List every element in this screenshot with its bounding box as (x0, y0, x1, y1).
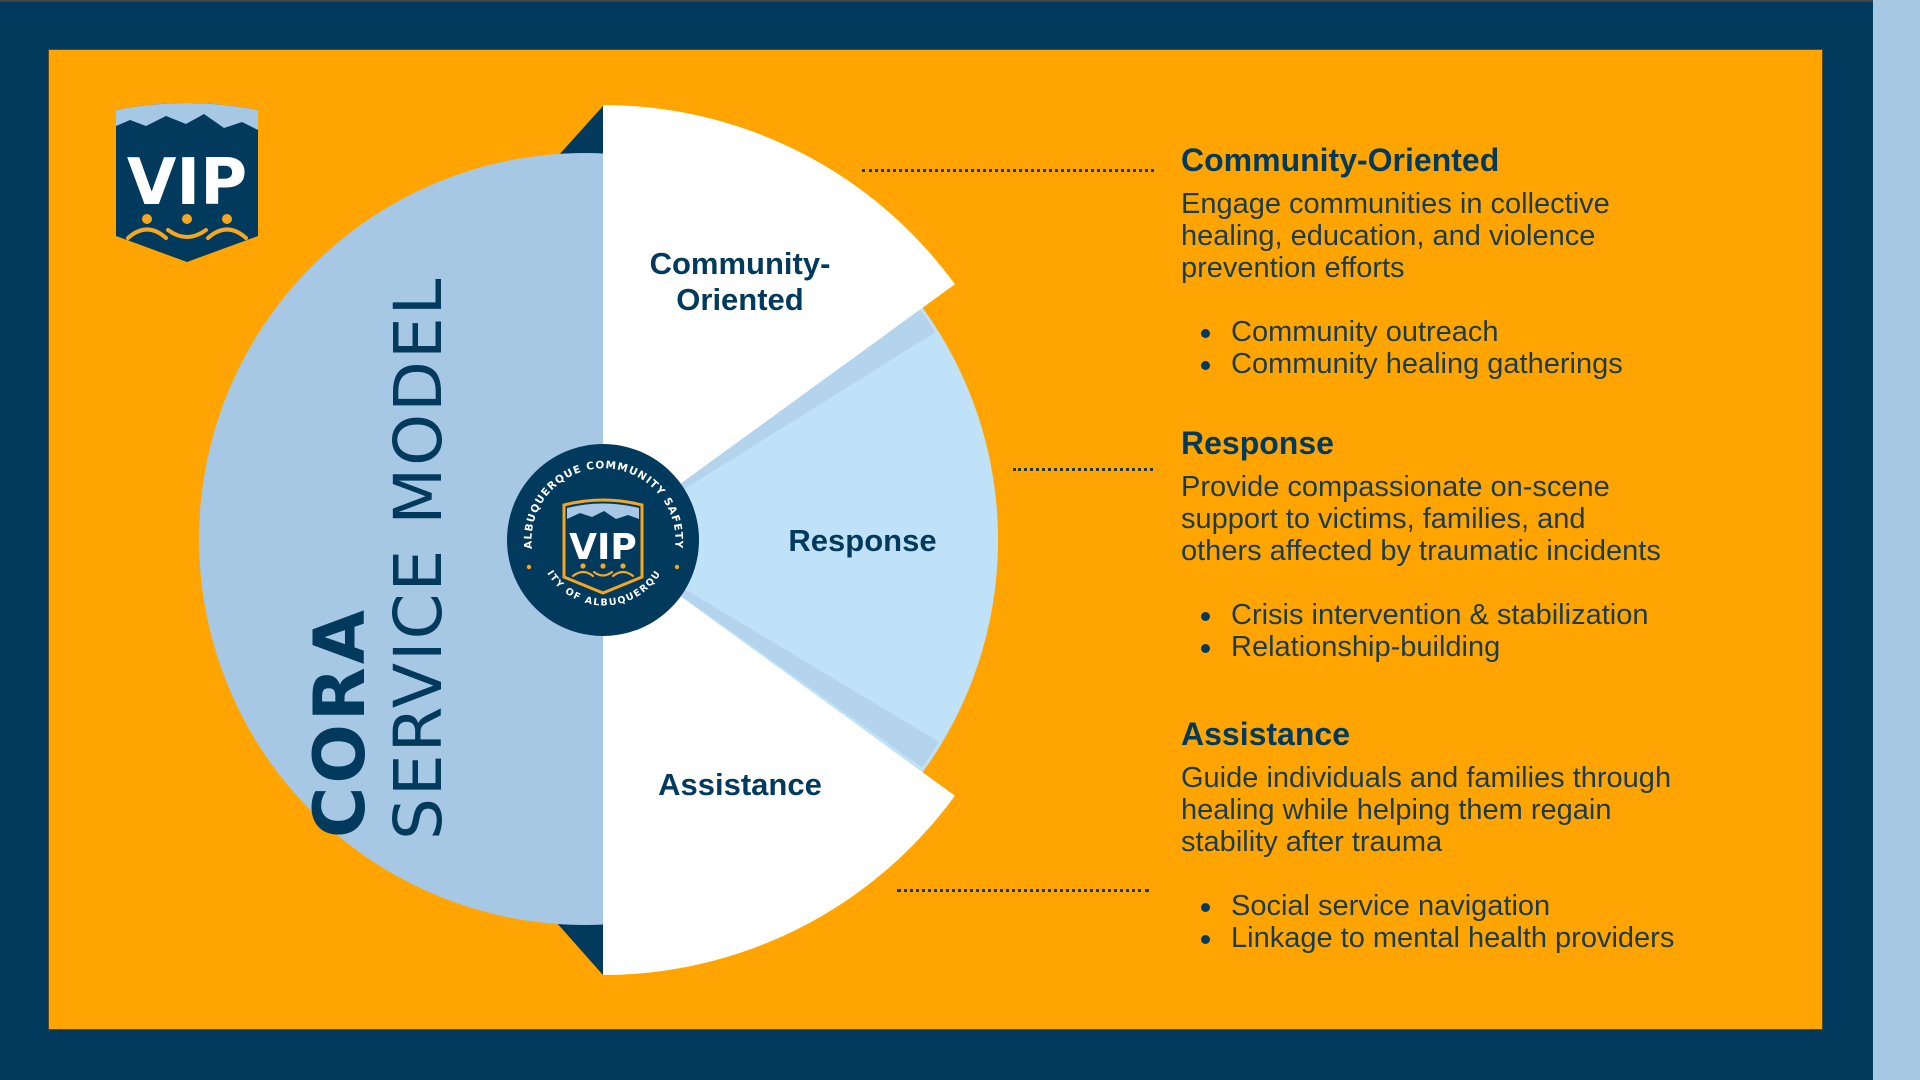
description-line: prevention efforts (1181, 252, 1405, 284)
section-heading: Response (1181, 425, 1334, 461)
bullet-item: Community healing gatherings (1201, 348, 1781, 380)
description-line: stability after trauma (1181, 826, 1443, 858)
description-line: healing, education, and violence (1181, 220, 1596, 252)
description-line: others affected by traumatic incidents (1181, 535, 1661, 567)
leader-line-response (1013, 468, 1153, 471)
section-description: Engage communities in collective healing… (1181, 188, 1781, 284)
bullet-icon (1201, 612, 1210, 621)
section-response: Response Provide compassionate on-scene … (1181, 423, 1781, 663)
description-line: Guide individuals and families through (1181, 762, 1672, 794)
sector-label-line2: Oriented (676, 282, 804, 317)
sector-label-community-oriented: Community- Oriented (620, 246, 860, 318)
section-description: Provide compassionate on-scene support t… (1181, 471, 1781, 567)
bullet-icon (1201, 329, 1210, 338)
svg-text:VIP: VIP (569, 527, 637, 568)
bullet-text: Social service navigation (1231, 890, 1551, 922)
leader-line-assistance (897, 889, 1149, 892)
bullet-text: Crisis intervention & stabilization (1231, 599, 1649, 631)
bullet-item: Relationship-building (1201, 631, 1781, 663)
bullet-text: Relationship-building (1231, 631, 1501, 663)
notch-bottom (556, 922, 603, 975)
section-description: Guide individuals and families through h… (1181, 762, 1781, 858)
section-heading: Community-Oriented (1181, 142, 1500, 178)
bullet-text: Linkage to mental health providers (1231, 922, 1675, 954)
bullet-list: Social service navigation Linkage to men… (1181, 890, 1781, 954)
title-service-model: SERVICE MODEL (380, 276, 457, 840)
bullet-icon (1201, 361, 1210, 370)
vip-shield-logo-icon: VIP (116, 103, 258, 262)
bullet-icon (1201, 903, 1210, 912)
description-line: Engage communities in collective (1181, 188, 1610, 220)
sector-edge-shadow (603, 306, 936, 540)
notch-top (558, 106, 603, 156)
sector-response (603, 307, 999, 773)
title-cora: CORA (299, 607, 381, 838)
sector-label-response: Response (788, 523, 937, 558)
section-heading: Assistance (1181, 716, 1350, 752)
sector-edge-shadow (603, 540, 939, 768)
section-assistance: Assistance Guide individuals and familie… (1181, 714, 1781, 954)
bullet-item: Linkage to mental health providers (1201, 922, 1781, 954)
bullet-text: Community healing gatherings (1231, 348, 1623, 380)
bullet-list: Crisis intervention & stabilization Rela… (1181, 599, 1781, 663)
side-strip (1873, 0, 1920, 1080)
description-line: Provide compassionate on-scene (1181, 471, 1610, 503)
bullet-item: Crisis intervention & stabilization (1201, 599, 1781, 631)
bullet-icon (1201, 644, 1210, 653)
bullet-list: Community outreach Community healing gat… (1181, 316, 1781, 380)
sector-label-line1: Community- (649, 246, 831, 281)
leader-line-community (862, 169, 1154, 172)
description-line: healing while helping them regain (1181, 794, 1612, 826)
svg-text:VIP: VIP (127, 146, 247, 220)
bullet-icon (1201, 935, 1210, 944)
bullet-item: Community outreach (1201, 316, 1781, 348)
section-community-oriented: Community-Oriented Engage communities in… (1181, 140, 1781, 380)
frame-top-border (0, 0, 1920, 2)
bullet-item: Social service navigation (1201, 890, 1781, 922)
bullet-text: Community outreach (1231, 316, 1499, 348)
albuquerque-seal-icon: ALBUQUERQUE COMMUNITY SAFETY CITY OF ALB… (506, 443, 699, 636)
sector-community-oriented (603, 105, 955, 540)
sector-label-assistance: Assistance (658, 767, 822, 802)
description-line: support to victims, families, and (1181, 503, 1586, 535)
sector-assistance (603, 540, 955, 975)
